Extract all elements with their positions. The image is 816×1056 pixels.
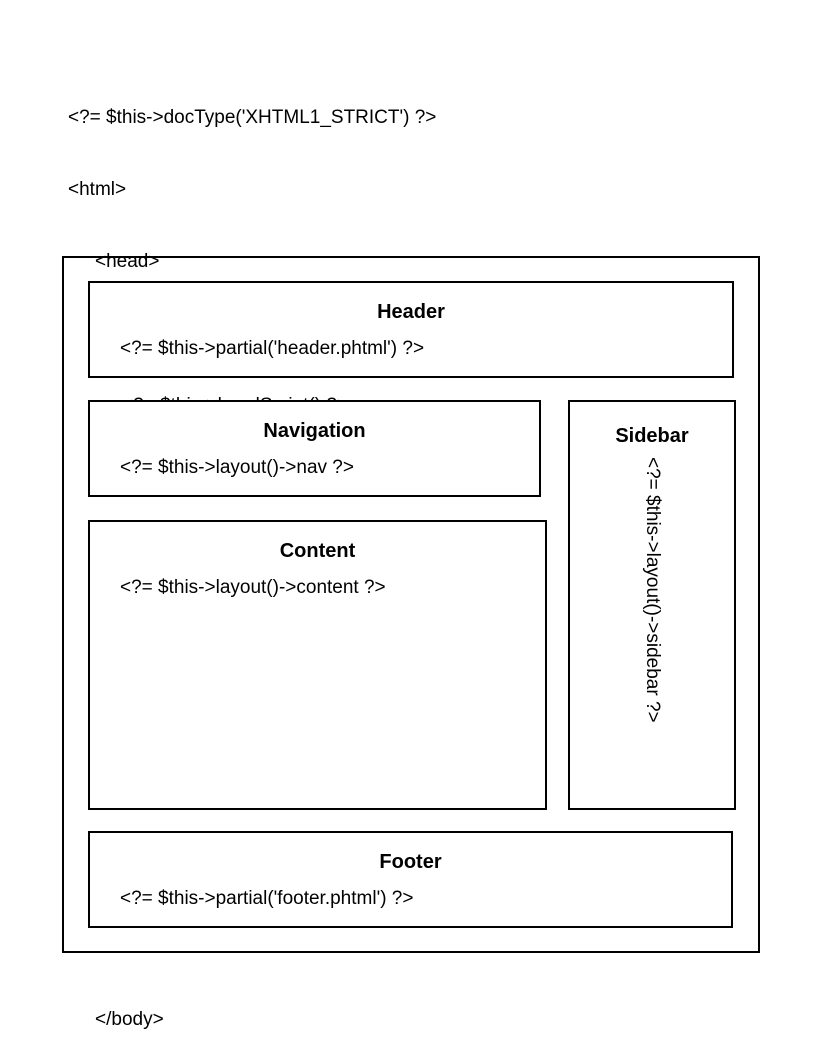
code-line-html-open: <html> (68, 179, 127, 200)
content-region-box: Content <?= $this->layout()->content ?> (88, 520, 547, 810)
code-block-bottom: </body> </html> (68, 960, 164, 1056)
content-region-title: Content (279, 540, 356, 562)
navigation-region-box: Navigation <?= $this->layout()->nav ?> (88, 400, 541, 497)
navigation-region-code: <?= $this->layout()->nav ?> (120, 457, 354, 478)
navigation-region-title: Navigation (263, 420, 366, 442)
header-region-code: <?= $this->partial('header.phtml') ?> (120, 338, 425, 359)
sidebar-region-code: <?= $this->layout()->sidebar ?> (642, 457, 663, 723)
sidebar-region-box: Sidebar <?= $this->layout()->sidebar ?> (568, 400, 736, 810)
footer-region-box: Footer <?= $this->partial('footer.phtml'… (88, 831, 733, 928)
footer-region-title: Footer (379, 851, 442, 873)
body-layout-outline: Header <?= $this->partial('header.phtml'… (62, 256, 760, 953)
code-line-doctype: <?= $this->docType('XHTML1_STRICT') ?> (68, 107, 437, 128)
content-region-code: <?= $this->layout()->content ?> (120, 577, 386, 598)
header-region-title: Header (377, 301, 445, 323)
code-line-body-close: </body> (95, 1009, 164, 1030)
sidebar-region-title: Sidebar (615, 425, 689, 447)
footer-region-code: <?= $this->partial('footer.phtml') ?> (120, 888, 414, 909)
header-region-box: Header <?= $this->partial('header.phtml'… (88, 281, 734, 378)
